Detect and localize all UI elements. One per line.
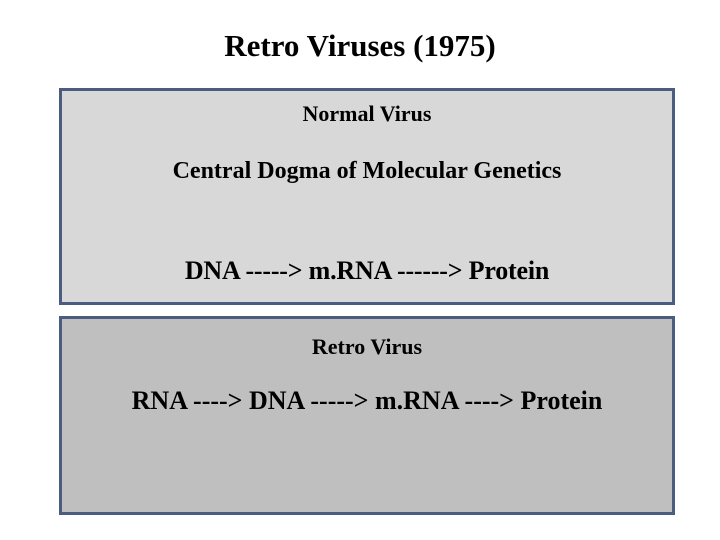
retro-virus-pathway: RNA ----> DNA -----> m.RNA ----> Protein [131,386,603,415]
normal-virus-heading: Normal Virus [302,101,432,126]
central-dogma-subheading: Central Dogma of Molecular Genetics [172,158,562,184]
page-title: Retro Viruses (1975) [224,28,496,63]
normal-virus-panel: Normal Virus Central Dogma of Molecular … [59,88,675,305]
retro-virus-heading: Retro Virus [311,334,423,359]
normal-virus-panel-content: Normal Virus Central Dogma of Molecular … [62,91,672,302]
retro-virus-panel: Retro Virus RNA ----> DNA -----> m.RNA -… [59,316,675,515]
normal-virus-pathway: DNA -----> m.RNA ------> Protein [184,256,550,285]
retro-virus-panel-content: Retro Virus RNA ----> DNA -----> m.RNA -… [62,319,672,512]
